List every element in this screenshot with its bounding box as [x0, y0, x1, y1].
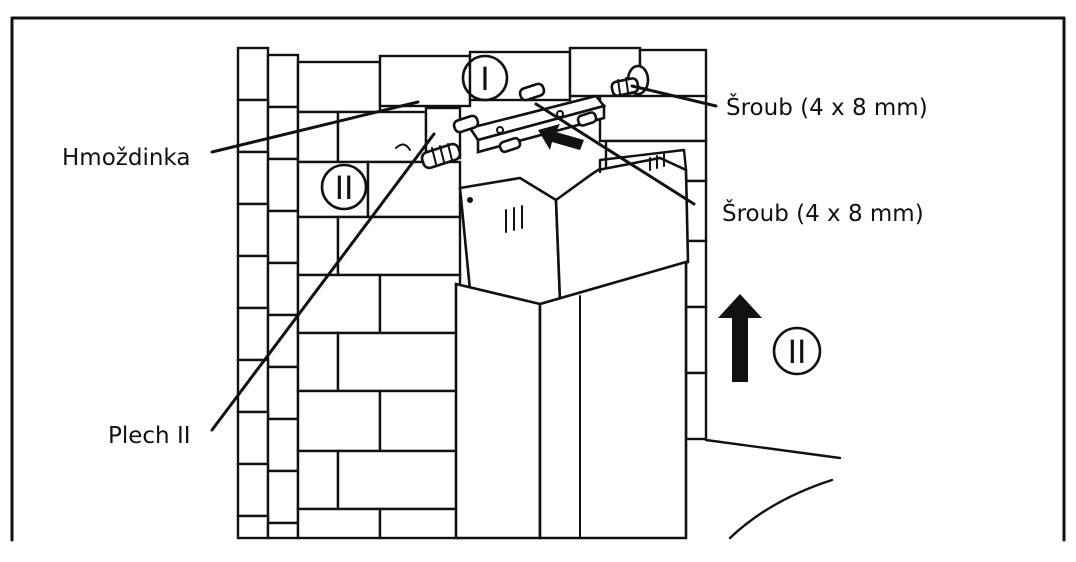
screw-small-center: [498, 136, 522, 154]
chimney-upper-cover: [458, 148, 690, 310]
step-mark-two-right-text: II: [788, 333, 807, 371]
step-mark-one: I: [461, 54, 509, 102]
step-mark-two-right: II: [772, 326, 822, 376]
vent-slots-front: [505, 205, 523, 233]
label-sheet: Plech II: [108, 423, 191, 449]
screw-left: [395, 142, 462, 170]
leader-screw-bottom: [534, 102, 696, 206]
label-screw-top: Šroub (4 x 8 mm): [726, 93, 928, 121]
brick-wall: [236, 46, 842, 540]
chimney-lower-cover: [454, 260, 688, 540]
front-wall: [296, 46, 708, 540]
wall-anchor-top-center: [518, 82, 546, 102]
diagram-frame: [10, 16, 1066, 542]
up-arrow-icon: [718, 294, 762, 382]
step-mark-one-text: I: [480, 60, 489, 98]
step-mark-two-left: II: [320, 163, 368, 211]
screw-small-right: [576, 111, 598, 127]
leader-screw-top: [630, 84, 718, 108]
label-anchor: Hmoždinka: [62, 145, 190, 171]
label-screw-bottom: Šroub (4 x 8 mm): [722, 199, 924, 227]
leader-sheet: [210, 132, 436, 432]
leader-lines: [210, 84, 718, 432]
push-arrow-icon: [538, 124, 584, 150]
hood-edge: [704, 438, 842, 540]
step-mark-two-left-text: II: [335, 169, 354, 207]
wall-anchor-top-left: [452, 114, 480, 134]
leader-anchor: [210, 100, 420, 154]
vent-slots-side: [649, 153, 665, 171]
fasteners: [395, 64, 650, 170]
corner-column: [236, 46, 300, 540]
